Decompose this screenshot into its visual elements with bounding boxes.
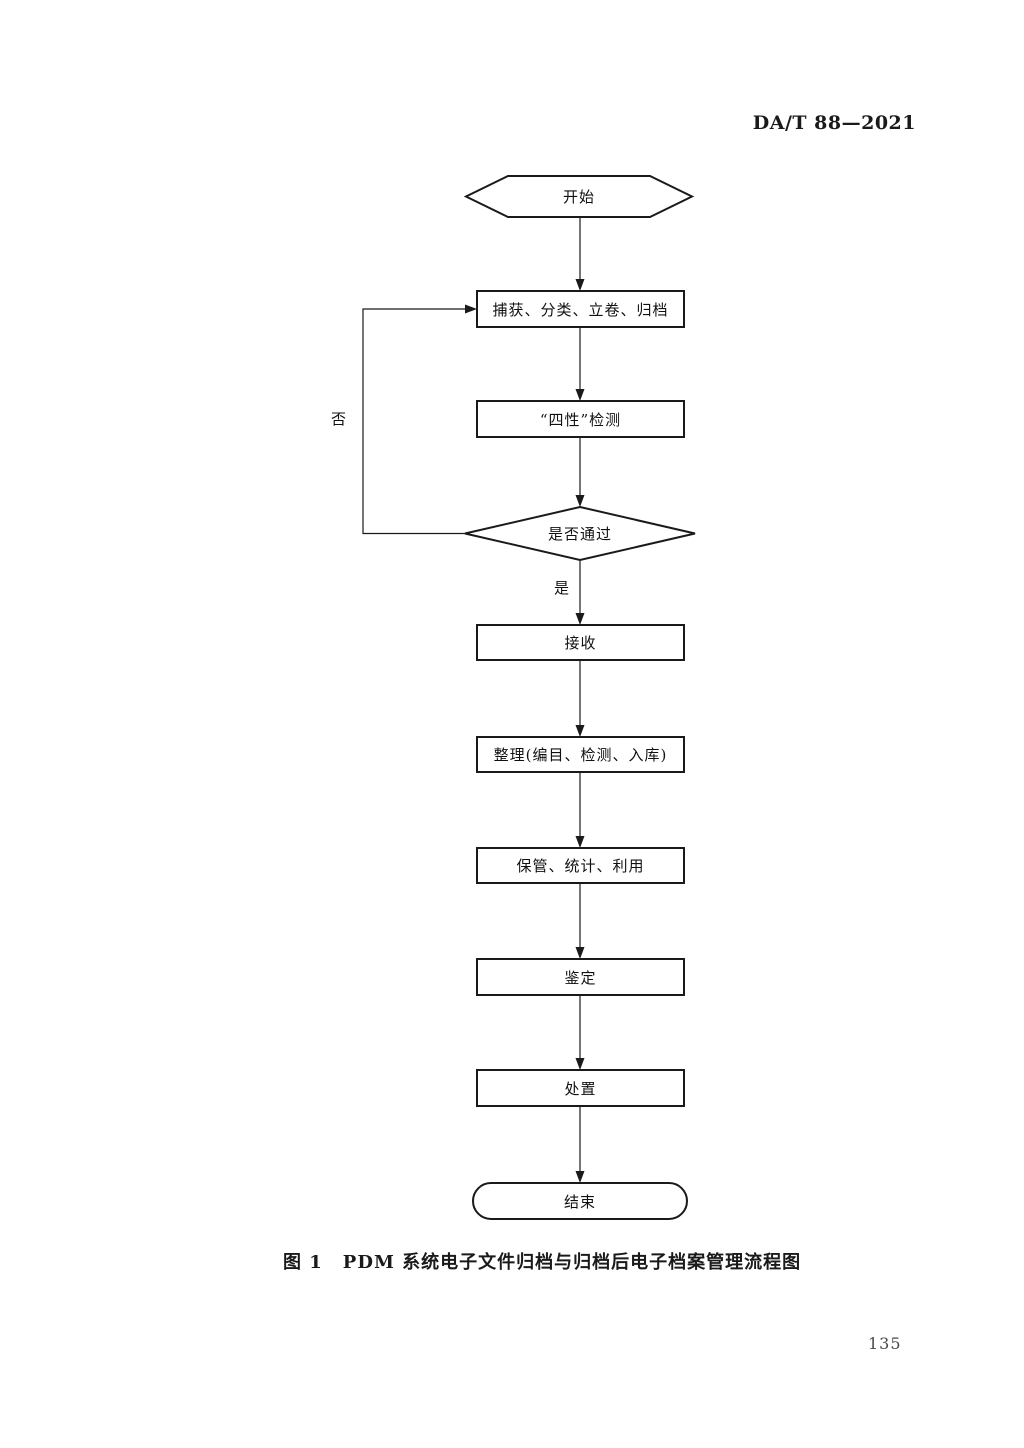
standard-number: DA/T 88—2021 (752, 112, 916, 134)
arrowhead-capture-icon (575, 279, 585, 291)
flowchart-node-receive: 接收 (564, 634, 597, 652)
edge-label-yes: 是 (554, 579, 570, 597)
arrowhead-loop-capture-icon (465, 304, 477, 314)
arrowhead-arrange-icon (575, 725, 585, 737)
flowchart-node-keep: 保管、统计、利用 (516, 857, 645, 875)
arrowhead-receive-icon (575, 613, 585, 625)
flowchart-node-capture: 捕获、分类、立卷、归档 (492, 300, 669, 319)
flowchart-node-check: “四性”检测 (539, 410, 622, 429)
arrowhead-dispose-icon (575, 1058, 585, 1070)
flowchart-node-appraise: 鉴定 (564, 968, 597, 987)
figure-caption: 图 1 PDM 系统电子文件归档与归档后电子档案管理流程图 (283, 1248, 801, 1274)
arrowheads (465, 279, 585, 1183)
figure-number: 图 1 (283, 1252, 323, 1273)
flowchart-node-start: 开始 (562, 188, 595, 206)
arrowhead-appraise-icon (575, 947, 585, 959)
flowchart-node-decision: 是否通过 (547, 525, 612, 543)
edge-label-no: 否 (331, 410, 347, 428)
arrowhead-keep-icon (575, 836, 585, 848)
edge-decision-capture-loop (362, 308, 465, 535)
page-number: 135 (868, 1334, 902, 1353)
flowchart-node-arrange: 整理(编目、检测、入库) (493, 746, 668, 764)
arrowhead-end-icon (575, 1171, 585, 1183)
figure-title: PDM 系统电子文件归档与归档后电子档案管理流程图 (342, 1252, 802, 1273)
start-hexagon-shape (463, 175, 695, 218)
arrowhead-check-icon (575, 389, 585, 401)
flowchart-node-dispose: 处置 (564, 1079, 597, 1098)
arrowhead-decision-icon (575, 495, 585, 507)
flowchart-node-end: 结束 (563, 1192, 596, 1211)
